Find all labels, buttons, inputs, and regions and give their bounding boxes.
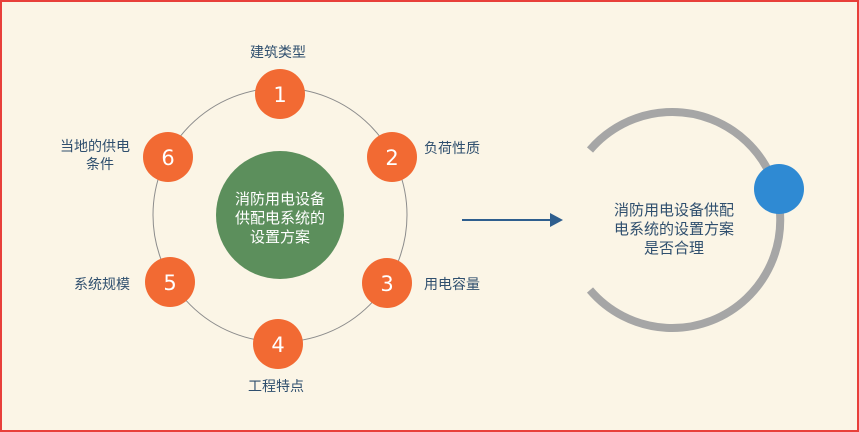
svg-text:5: 5 — [163, 271, 176, 295]
center-text-line-3: 设置方案 — [250, 228, 310, 246]
center-text-line-1: 消防用电设备 — [235, 190, 325, 208]
svg-text:1: 1 — [273, 83, 286, 107]
factor-label-1: 建筑类型 — [250, 45, 306, 61]
factor-node-4: 4 — [253, 319, 303, 369]
factor-label-6-line-2: 条件 — [86, 157, 114, 173]
factor-label-3: 用电容量 — [424, 277, 480, 293]
result-text-line-2: 电系统的设置方案 — [614, 220, 734, 238]
factor-label-5: 系统规模 — [74, 277, 130, 293]
svg-text:4: 4 — [271, 333, 284, 357]
factor-node-2: 2 — [367, 132, 417, 182]
factor-label-6-line-1: 当地的供电 — [60, 139, 130, 155]
factor-label-4: 工程特点 — [248, 379, 304, 395]
result-text-line-3: 是否合理 — [644, 239, 704, 257]
result-text-line-1: 消防用电设备供配 — [614, 201, 734, 219]
result-dot — [754, 164, 804, 214]
svg-text:6: 6 — [161, 146, 174, 170]
center-circle — [216, 151, 344, 279]
result-arc — [586, 108, 785, 332]
arrow-icon — [462, 213, 563, 227]
svg-text:2: 2 — [385, 146, 398, 170]
center-text-line-2: 供配电系统的 — [235, 209, 325, 227]
svg-text:3: 3 — [380, 272, 393, 296]
factor-node-5: 5 — [145, 257, 195, 307]
factor-node-1: 1 — [255, 69, 305, 119]
factor-node-3: 3 — [362, 258, 412, 308]
factor-label-2: 负荷性质 — [424, 141, 480, 157]
factor-node-6: 6 — [143, 132, 193, 182]
